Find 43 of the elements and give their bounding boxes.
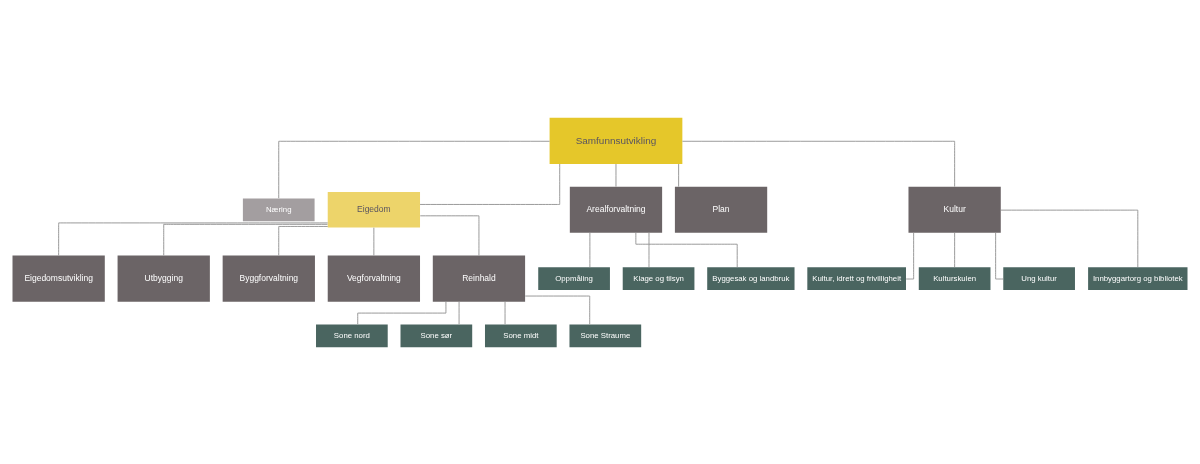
node-box: Næring [242, 197, 315, 221]
node-box: Kultur, idrett og frivilligheit [807, 266, 906, 290]
connector [678, 163, 680, 187]
connector [278, 140, 550, 199]
connector [615, 163, 617, 187]
node-box: Kultur [908, 186, 1001, 233]
connector [458, 300, 460, 325]
connector [163, 223, 328, 256]
connector [954, 231, 956, 268]
connector [635, 232, 738, 268]
node-box: Oppmåling [538, 266, 610, 290]
connector [278, 225, 329, 256]
node-box: Plan [674, 186, 768, 233]
node-box: Klage og tilsyn [622, 266, 695, 290]
node-box: Utbygging [117, 255, 210, 302]
node-box: Vegforvaltning [327, 255, 420, 302]
node-box: Byggforvaltning [222, 255, 315, 302]
connector [504, 300, 506, 325]
node-box: Eigedom [327, 191, 420, 228]
node-box: Arealforvaltning [569, 186, 663, 233]
connector [648, 231, 650, 268]
node-box: Sone nord [316, 323, 388, 347]
connector [419, 163, 561, 205]
connector [524, 295, 591, 325]
node-box: Eigedomsutvikling [12, 255, 105, 302]
node-box: Innbyggartorg og bibliotek [1088, 266, 1188, 290]
connector [357, 300, 447, 325]
connector [419, 214, 480, 256]
node-box: Byggesak og landbruk [707, 266, 795, 290]
connector [58, 222, 329, 256]
connector [905, 232, 915, 279]
node-box: Sone midt [485, 323, 557, 347]
connector [682, 140, 956, 187]
connector [1000, 209, 1139, 267]
node-box: Kulturskulen [918, 266, 991, 290]
connector [373, 226, 375, 256]
node-box: Ung kultur [1003, 266, 1075, 290]
connector [589, 231, 591, 268]
node-box: Reinhald [432, 255, 526, 302]
node-box: Sone sør [400, 323, 473, 347]
node-box: Sone Straume [569, 323, 642, 347]
connector [995, 232, 1004, 279]
node-box: Samfunnsutvikling [549, 117, 683, 164]
